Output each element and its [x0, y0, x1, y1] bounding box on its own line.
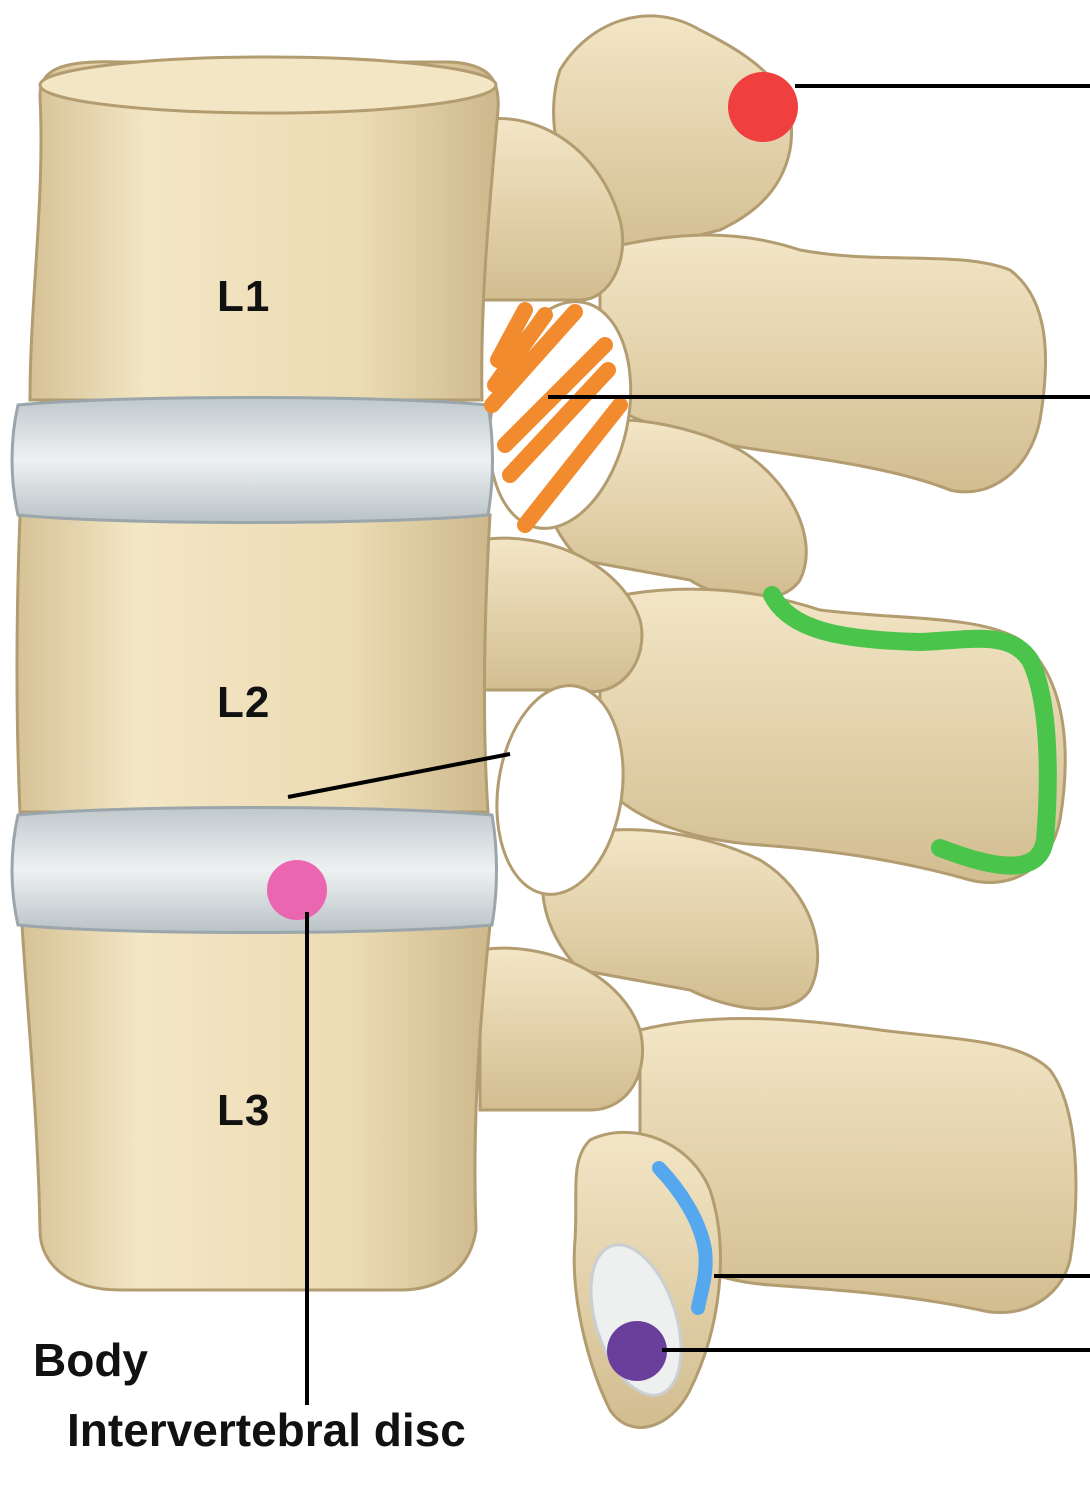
l2-l3-intervertebral-foramen [495, 684, 625, 896]
l1-pedicle [478, 117, 625, 302]
transverse-process-marker [763, 586, 1057, 875]
l1-spinous-process [598, 233, 1048, 494]
l1-label: L1 [217, 272, 271, 321]
body-caption: Body [33, 1334, 148, 1386]
l2-vertebral-body [15, 513, 492, 814]
intervertebral-discs [10, 396, 498, 934]
l2-l3-intervertebral-disc [10, 806, 498, 934]
posterior-elements [478, 14, 1078, 1429]
vertebral-bodies [15, 55, 500, 1292]
inferior-articular-facet-marker [607, 1321, 667, 1381]
l3-pedicle [478, 946, 645, 1112]
inferior-articular-process-marker [652, 1161, 713, 1315]
l1-superior-endplate [38, 55, 498, 115]
intervertebral-disc-caption: Intervertebral disc [67, 1404, 466, 1456]
l1-vertebral-body [28, 60, 500, 402]
leader-lines [287, 84, 1090, 1405]
superior-articular-process-marker [728, 72, 798, 142]
l3-vertebral-body [20, 923, 492, 1292]
pedicle-leader [287, 752, 511, 799]
l3-spinous-process [638, 1016, 1078, 1315]
l3-label: L3 [217, 1086, 271, 1135]
l1-l2-intervertebral-disc [10, 396, 494, 524]
intervertebral-disc-marker [267, 860, 327, 920]
l2-spinous-process [598, 587, 1067, 884]
l2-label: L2 [217, 678, 271, 727]
l2-pedicle [478, 536, 644, 693]
l3-superior-articular-process [541, 828, 820, 1011]
